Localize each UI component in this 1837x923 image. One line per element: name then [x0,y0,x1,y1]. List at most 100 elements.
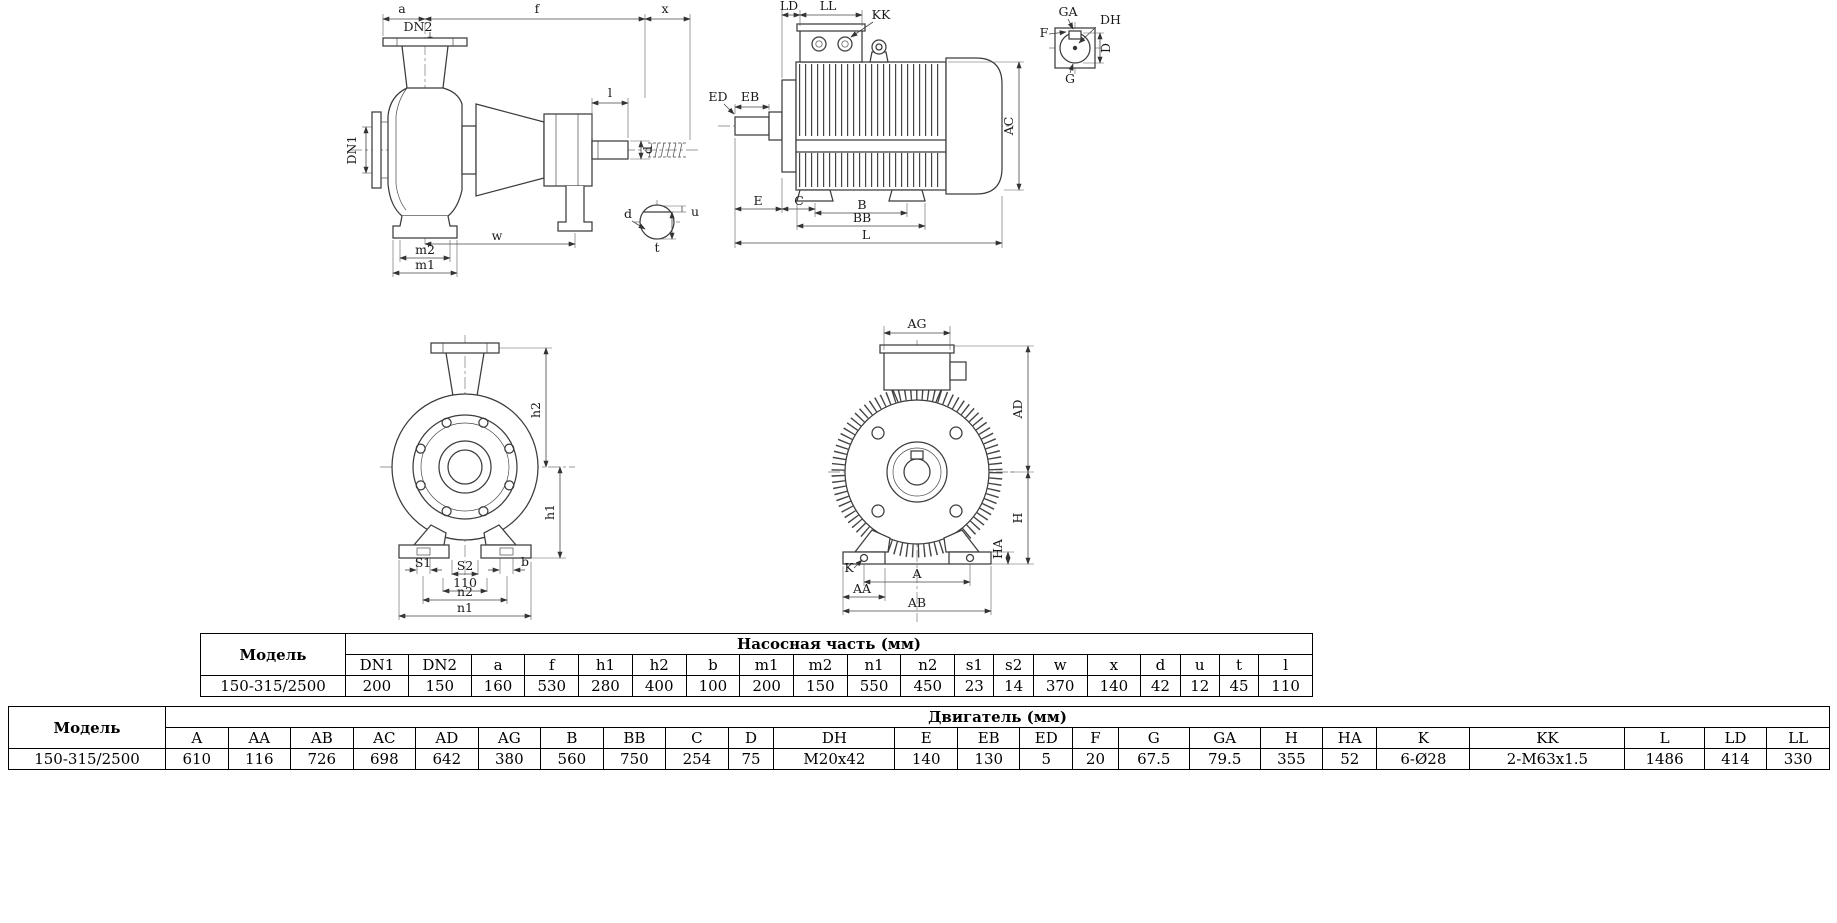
value-cell: 45 [1218,675,1260,697]
value-cell: 400 [631,675,687,697]
value-cell: 698 [352,748,417,770]
value-cell: 330 [1766,748,1830,770]
dim-label-w: w [492,228,503,243]
foot-bolt-hole [859,553,869,563]
value-cell: 750 [602,748,667,770]
value-cell: 355 [1259,748,1324,770]
dim-label-b: B [857,197,866,212]
value-cell: 560 [540,748,604,770]
value-cell: 5 [1019,748,1074,770]
motor-side-view: KK LD LL ED EB E C B BB [708,0,1024,248]
dim-label-n2: n2 [457,584,473,599]
pump-table-container: Модель Насосная часть (мм) DN1 DN2 a f h… [200,633,1313,697]
value-cell: 1486 [1624,748,1705,770]
value-cell: 14 [993,675,1034,697]
col-header: f [524,654,580,676]
col-header: H [1259,727,1324,749]
dim-label-h1: h1 [542,504,557,520]
motor-foot [888,189,926,202]
value-cell: 130 [956,748,1021,770]
dim-label-eb: EB [741,89,759,104]
motor-dimensions-table: Модель Двигатель (мм) A AA AB AC AD AG B… [8,706,1830,770]
col-header: n2 [900,654,956,676]
dim-label-m1: m1 [415,257,435,272]
col-header: DN2 [407,654,472,676]
col-header: G [1117,727,1190,749]
dim-label-ag: AG [906,316,926,331]
col-header: DH [773,727,896,749]
shaft-section-detail: d u t [624,200,699,255]
value-cell: 160 [470,675,526,697]
col-header: s1 [954,654,995,676]
value-cell: 200 [345,675,409,697]
dim-label-c: C [794,193,804,208]
dim-label-a: a [398,1,406,16]
col-header: A [165,727,229,749]
pump-side-view: a f x DN2 DN1 [344,1,700,277]
dim-label-key-d: D [1098,43,1113,53]
value-cell: 140 [1086,675,1142,697]
bearing-support-foot [557,186,593,232]
dim-label-x: x [661,1,668,16]
value-cell: 2-M63x1.5 [1469,748,1626,770]
dim-label-bb: BB [853,210,871,225]
value-cell: 254 [665,748,729,770]
threaded-shaft-extension [648,142,686,158]
dim-label-shaft-d: d [624,206,632,221]
col-header: n1 [846,654,902,676]
dim-label-dn2: DN2 [404,19,433,34]
motor-front-view: AG K A AA AB AD H [828,316,1034,622]
col-header: s2 [993,654,1034,676]
pump-table-columns-row: DN1 DN2 a f h1 h2 b m1 m2 n1 n2 s1 s2 w … [201,654,1313,676]
col-header: AG [477,727,542,749]
col-header: ED [1019,727,1074,749]
dim-label-aa: AA [852,581,872,596]
col-header: D [727,727,775,749]
pump-front-view: h2 h1 S1 S2 110 b n2 n1 [380,335,575,620]
col-header: KK [1469,727,1626,749]
dim-label-m2: m2 [415,242,435,257]
value-cell: 726 [290,748,354,770]
value-cell: 530 [524,675,580,697]
dim-label-kk: KK [872,7,891,22]
col-header: E [894,727,958,749]
dim-label-dh: DH [1100,12,1121,27]
motor-table-model-header: Модель [8,706,166,749]
bearing-bracket [475,103,545,197]
value-cell: 610 [165,748,229,770]
dim-label-ga: GA [1058,4,1078,19]
technical-drawings: a f x DN2 DN1 [344,0,1121,622]
motor-table-section-header: Двигатель (мм) [165,706,1830,728]
shaft-section-circle [639,204,675,240]
col-header: LD [1703,727,1768,749]
col-header: AD [415,727,479,749]
col-header: GA [1188,727,1261,749]
motor-rear-end [945,57,1003,195]
discharge-flange-front [430,342,500,354]
pump-shaft [591,140,629,160]
dim-label-d: d [640,146,655,154]
col-header: C [665,727,729,749]
dim-label-ab: AB [907,595,926,610]
dim-label-f: f [535,1,541,16]
terminal-box-front [883,351,951,391]
col-header: AA [227,727,292,749]
value-cell: 20 [1072,748,1119,770]
dim-label-ad: AD [1010,399,1025,419]
value-cell: 370 [1032,675,1088,697]
dim-label-motor-l: L [862,227,870,242]
motor-table-columns-row: A AA AB AC AD AG B BB C D DH E EB ED F G… [9,727,1830,749]
col-header: h2 [631,654,687,676]
col-header: t [1218,654,1260,676]
cover-bolts [415,417,515,517]
terminal-box [799,29,863,63]
shaft-key-detail: F GA DH D G [1040,4,1121,86]
motor-shaft [734,116,770,136]
dim-label-t: t [654,240,659,255]
cable-gland [811,36,827,52]
col-header: AB [290,727,354,749]
dim-label-h2: h2 [528,402,543,418]
dim-label-ac: AC [1001,117,1016,137]
value-cell: 150 [793,675,848,697]
dim-label-n1: n1 [457,600,473,615]
